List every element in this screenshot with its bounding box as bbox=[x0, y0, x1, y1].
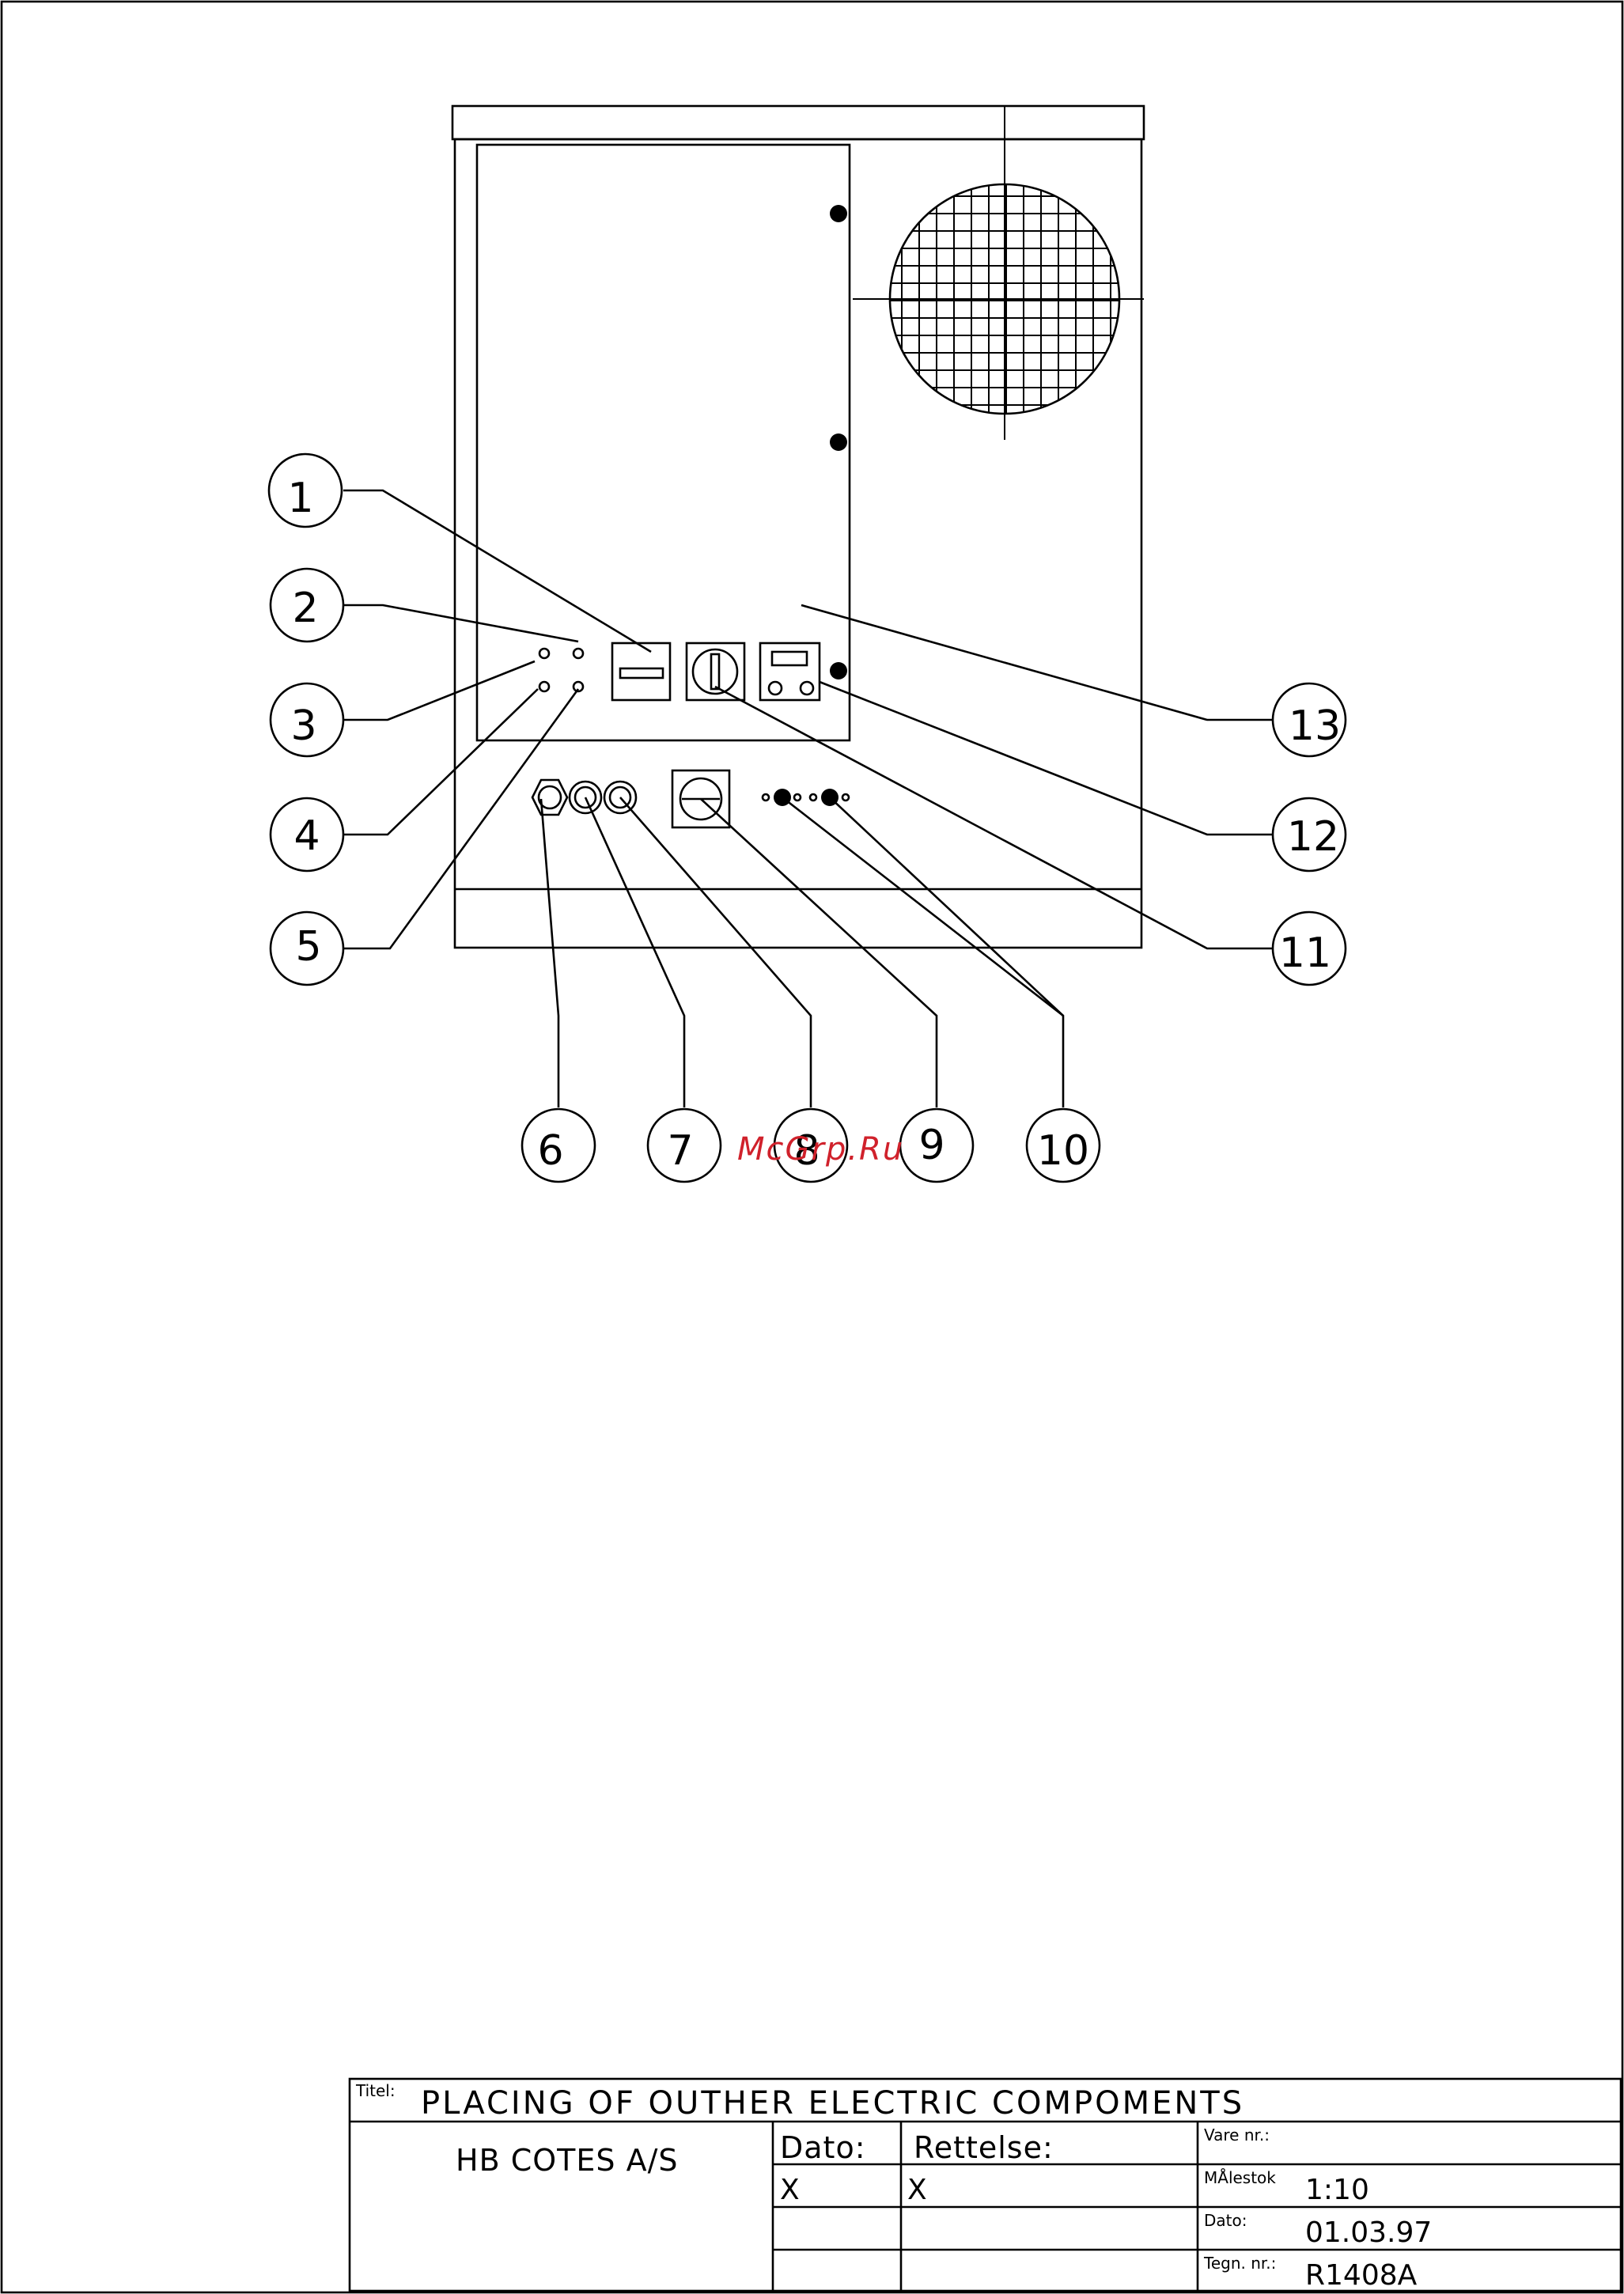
callout-1: 1 bbox=[269, 454, 342, 527]
vare-nr-label: Vare nr.: bbox=[1204, 2126, 1270, 2144]
callout-10: 10 bbox=[1027, 1109, 1100, 1182]
hinge-dot bbox=[830, 205, 847, 222]
callout-6: 6 bbox=[522, 1109, 595, 1182]
callout-label: 10 bbox=[1037, 1127, 1089, 1175]
callout-label: 6 bbox=[537, 1127, 563, 1175]
watermark-text: McGrp.Ru bbox=[737, 1131, 904, 1168]
switch-component bbox=[612, 643, 670, 700]
unit-body bbox=[455, 139, 1141, 948]
callout-label: 11 bbox=[1279, 929, 1331, 977]
malestok-label: MÅlestok bbox=[1204, 2168, 1276, 2187]
hinge-dot bbox=[830, 433, 847, 451]
callout-label: 5 bbox=[295, 923, 321, 971]
rettelse-header: Rettelse: bbox=[914, 2130, 1054, 2165]
unit-top-lid bbox=[452, 106, 1144, 139]
dato-date: 01.03.97 bbox=[1305, 2216, 1432, 2249]
rotary-switch-component bbox=[687, 643, 744, 700]
titel-label: Titel: bbox=[355, 2081, 396, 2100]
hinge-dot bbox=[830, 662, 847, 679]
malestok-value: 1:10 bbox=[1305, 2174, 1369, 2206]
callout-5: 5 bbox=[271, 912, 343, 985]
callout-3: 3 bbox=[271, 683, 343, 756]
callout-label: 4 bbox=[293, 812, 320, 860]
rettelse-value: X bbox=[907, 2174, 927, 2206]
callout-7: 7 bbox=[648, 1109, 721, 1182]
callout-11: 11 bbox=[1273, 912, 1346, 985]
dato-header: Dato: bbox=[780, 2130, 866, 2165]
company-name: HB COTES A/S bbox=[456, 2143, 679, 2178]
fan-grille bbox=[853, 106, 1144, 440]
callout-9: 9 bbox=[900, 1109, 973, 1182]
leader-lines bbox=[343, 490, 1272, 1107]
callout-label: 7 bbox=[667, 1127, 693, 1175]
callout-label: 9 bbox=[918, 1122, 944, 1169]
callout-label: 13 bbox=[1289, 702, 1341, 750]
tegn-nr-label: Tegn. nr.: bbox=[1203, 2254, 1276, 2273]
callout-label: 12 bbox=[1287, 813, 1339, 861]
dato-value: X bbox=[780, 2174, 800, 2206]
panel-lamps bbox=[539, 649, 583, 691]
title-block: Titel: PLACING OF OUTHER ELECTRIC COMPOM… bbox=[350, 2079, 1621, 2292]
callout-4: 4 bbox=[271, 798, 343, 871]
drawing-title: PLACING OF OUTHER ELECTRIC COMPOMENTS bbox=[421, 2085, 1244, 2122]
callout-12: 12 bbox=[1273, 798, 1346, 871]
unit-drawing: 1 2 3 4 5 6 7 8 bbox=[269, 106, 1346, 1182]
callout-2: 2 bbox=[271, 569, 343, 642]
callout-label: 2 bbox=[292, 585, 318, 632]
callout-13: 13 bbox=[1273, 683, 1346, 756]
callout-label: 3 bbox=[290, 702, 316, 750]
dato-label: Dato: bbox=[1204, 2211, 1247, 2230]
tegn-nr-value: R1408A bbox=[1305, 2259, 1418, 2292]
callout-label: 1 bbox=[287, 475, 313, 522]
controller-component bbox=[760, 643, 820, 700]
